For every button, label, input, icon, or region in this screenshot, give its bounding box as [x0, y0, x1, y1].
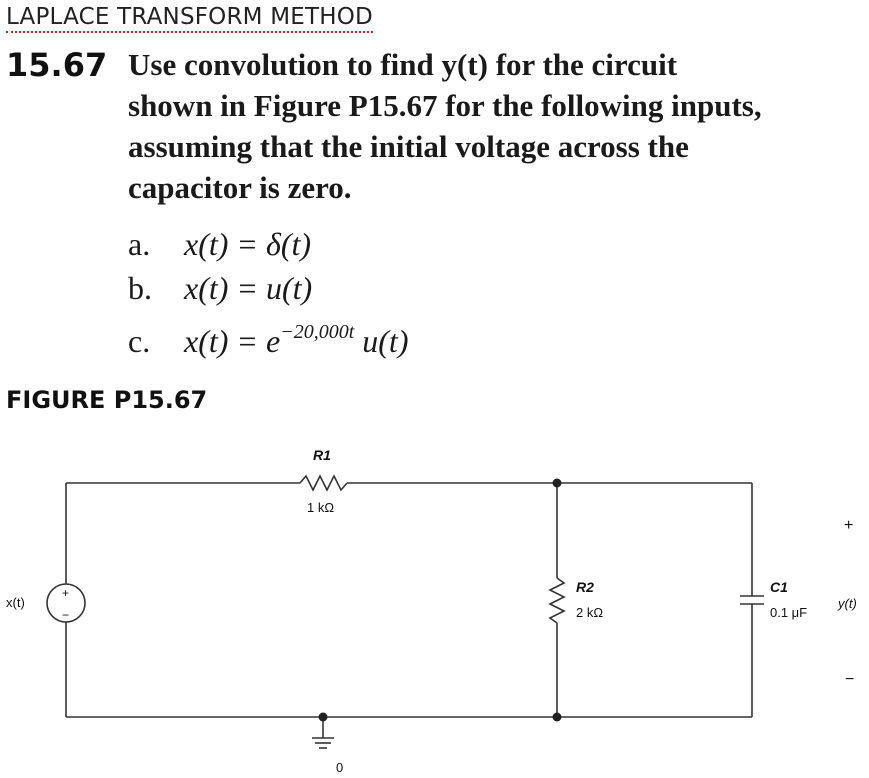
part-exponent: −20,000t: [280, 321, 355, 343]
problem-line: Use convolution to find y(t) for the cir…: [128, 47, 678, 82]
part-equation-tail: u(t): [354, 323, 409, 359]
problem-parts: a. x(t) = δ(t) b. x(t) = u(t) c. x(t) = e−2…: [128, 222, 408, 359]
section-title: LAPLACE TRANSFORM METHOD: [6, 4, 373, 33]
source-label: x(t): [6, 595, 25, 610]
r2-name: R2: [576, 579, 594, 595]
source-plus: +: [62, 586, 69, 600]
problem-line: assuming that the initial voltage across…: [128, 129, 689, 164]
part-letter: a.: [128, 226, 151, 262]
c1-value: 0.1 μF: [770, 605, 807, 620]
junction-dot: [552, 712, 562, 722]
output-plus: +: [844, 517, 853, 534]
r2-value: 2 kΩ: [576, 605, 603, 620]
resistor-r2-icon: [548, 577, 566, 624]
output-label: y(t): [837, 596, 857, 611]
part-equation: x(t) = e: [184, 323, 281, 359]
c1-name: C1: [770, 579, 788, 595]
part-letter: b.: [128, 270, 152, 306]
part-letter: c.: [128, 323, 151, 359]
part-equation: x(t) = u(t): [184, 270, 313, 306]
part-b: b. x(t) = u(t): [128, 266, 408, 310]
part-c: c. x(t) = e−20,000t u(t): [128, 310, 408, 359]
source-minus: −: [62, 608, 69, 622]
problem-line: shown in Figure P15.67 for the following…: [128, 88, 762, 123]
junction-dot: [318, 712, 328, 722]
r1-value: 1 kΩ: [307, 500, 334, 515]
problem-line: capacitor is zero.: [128, 170, 352, 205]
part-a: a. x(t) = δ(t): [128, 222, 408, 266]
junction-dot: [552, 478, 562, 488]
r1-name: R1: [313, 447, 331, 463]
problem-statement: Use convolution to find y(t) for the cir…: [128, 44, 858, 208]
ground-label: 0: [336, 760, 343, 775]
part-equation: x(t) = δ(t): [184, 226, 312, 262]
figure-label: FIGURE P15.67: [6, 386, 208, 414]
output-minus: −: [845, 671, 854, 688]
resistor-r1-icon: [299, 474, 348, 492]
problem-number: 15.67: [6, 46, 108, 84]
